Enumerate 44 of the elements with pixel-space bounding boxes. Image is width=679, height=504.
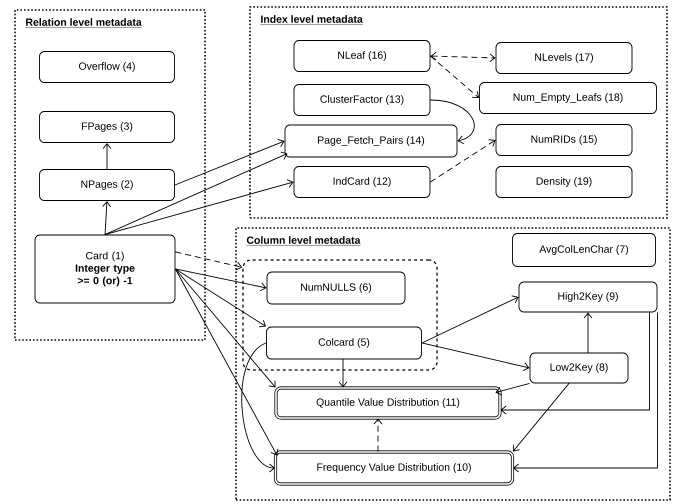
process-box: Overflow (4) <box>39 51 175 83</box>
arrow <box>104 179 294 235</box>
dashed-arrow <box>175 252 242 270</box>
arrow <box>241 342 276 472</box>
arrow <box>175 268 276 388</box>
arrow <box>584 312 592 353</box>
arrow <box>422 342 530 372</box>
process-box: NPages (2) <box>39 169 175 201</box>
process-box: IndCard (12) <box>294 166 430 198</box>
process-box: High2Key (9) <box>518 282 658 312</box>
arrow <box>338 359 348 388</box>
dashed-arrow <box>430 56 480 98</box>
process-box: Card (1) Integer type >= 0 (or) -1 <box>34 234 176 304</box>
process-box: NumNULLS (6) <box>266 272 406 304</box>
process-box: Page_Fetch_Pairs (14) <box>284 124 458 158</box>
arrow <box>512 312 658 472</box>
process-box: Colcard (5) <box>266 326 422 360</box>
dashed-arrow <box>430 139 496 182</box>
process-box: NLevels (17) <box>496 42 632 74</box>
arrow <box>175 268 278 456</box>
process-box: ClusterFactor (13) <box>294 84 430 116</box>
arrow <box>102 200 112 235</box>
process-box: Low2Key (8) <box>530 352 628 384</box>
process-box: Num_Empty_Leafs (18) <box>479 82 657 114</box>
arrow <box>495 383 530 396</box>
dashed-frame <box>242 259 438 371</box>
arrow <box>430 100 475 144</box>
arrow <box>175 268 267 292</box>
arrow <box>102 142 112 170</box>
arrow <box>174 138 285 186</box>
arrow <box>512 383 570 452</box>
process-box: FPages (3) <box>39 111 175 143</box>
arrow <box>175 268 266 328</box>
process-box: NumRIDs (15) <box>496 124 632 156</box>
process-box: Density (19) <box>496 166 632 198</box>
arrow <box>500 312 650 414</box>
dashed-arrow <box>374 418 382 452</box>
distribution-box: Frequency Value Distribution (10) <box>274 450 514 486</box>
process-box: NLeaf (16) <box>294 40 430 72</box>
arrow <box>104 152 288 235</box>
dashed-arrow <box>430 52 496 62</box>
distribution-box: Quantile Value Distribution (11) <box>274 386 502 420</box>
arrow <box>422 295 519 344</box>
process-box: AvgColLenChar (7) <box>512 233 656 267</box>
